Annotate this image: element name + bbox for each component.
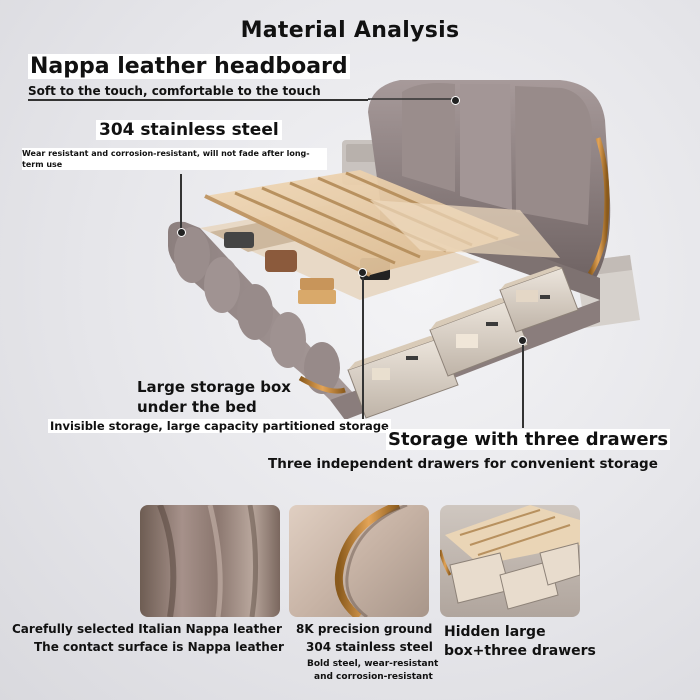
steel-detail-line1: Bold steel, wear-resistant <box>307 659 439 669</box>
storage-box-heading-line1: Large storage box <box>137 378 291 396</box>
thumbnail-nappa-leather <box>140 505 280 617</box>
nappa-caption-line2: The contact surface is Nappa leather <box>34 640 284 654</box>
thumbnail-storage <box>440 505 580 617</box>
steel-leader-line <box>180 174 182 232</box>
drawers-detail: Three independent drawers for convenient… <box>268 456 658 472</box>
headboard-leader-line <box>368 98 454 100</box>
headboard-underline <box>28 99 368 101</box>
drawers-leader-line <box>522 340 524 428</box>
storage-caption-line2: box+three drawers <box>444 643 596 659</box>
storage-caption-line1: Hidden large <box>444 624 546 640</box>
thumbnail-stainless-steel <box>289 505 429 617</box>
drawers-heading: Storage with three drawers <box>386 429 671 450</box>
storage-box-detail: Invisible storage, large capacity partit… <box>48 419 391 433</box>
storage-box-leader-line <box>362 272 364 432</box>
storage-box-marker <box>358 268 367 277</box>
storage-graphic <box>440 505 580 610</box>
leather-fold-graphic <box>157 505 259 617</box>
page-title: Material Analysis <box>240 18 460 43</box>
drawers-marker <box>518 336 527 345</box>
headboard-marker <box>451 96 460 105</box>
steel-detail-line2: and corrosion-resistant <box>314 672 433 682</box>
steel-marker <box>177 228 186 237</box>
nappa-caption-line1: Carefully selected Italian Nappa leather <box>12 622 282 636</box>
headboard-detail: Soft to the touch, comfortable to the to… <box>28 84 321 98</box>
steel-caption-line2: 304 stainless steel <box>306 640 433 654</box>
steel-trim-graphic <box>334 505 408 617</box>
steel-caption-line1: 8K precision ground <box>296 622 433 636</box>
storage-box-heading-line2: under the bed <box>137 398 257 416</box>
steel-detail: Wear resistant and corrosion-resistant, … <box>22 148 327 170</box>
steel-heading: 304 stainless steel <box>96 120 282 140</box>
headboard-heading: Nappa leather headboard <box>28 54 350 79</box>
